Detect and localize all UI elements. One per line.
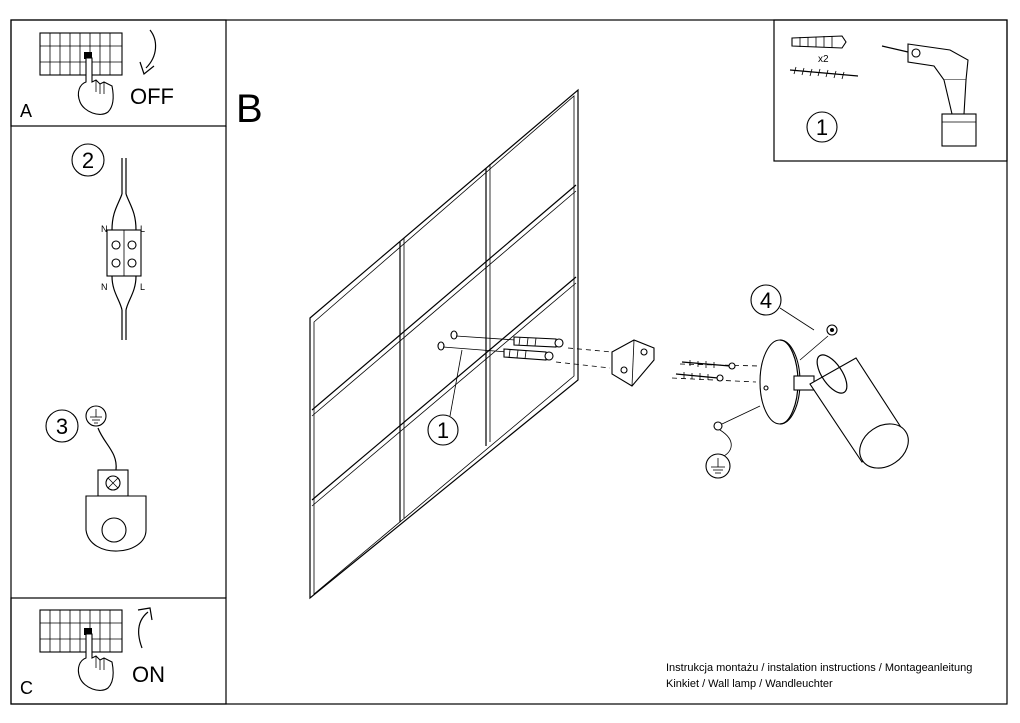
panel-c-action: ON bbox=[132, 662, 165, 687]
set-screw bbox=[799, 324, 838, 361]
mounting-bracket bbox=[611, 339, 655, 387]
step-3-badge bbox=[45, 409, 79, 443]
sheet-border bbox=[10, 19, 1008, 705]
step-2-badge bbox=[71, 143, 105, 177]
terminal-block-icon bbox=[106, 158, 142, 340]
step-1-tools-badge bbox=[806, 111, 838, 143]
step-1-mount-number: 1 bbox=[437, 418, 449, 443]
earth-symbol-icon bbox=[705, 453, 731, 479]
panel-a: OFF A bbox=[10, 19, 227, 127]
tools-panel: x2 1 bbox=[773, 19, 1008, 162]
terminal-label-live: L bbox=[140, 282, 145, 292]
screw-icon bbox=[789, 66, 859, 80]
wall-plug-icon bbox=[791, 35, 847, 49]
lamp-earth-wire bbox=[705, 405, 761, 479]
step-1-tools-number: 1 bbox=[816, 115, 828, 140]
quantity-label: x2 bbox=[818, 54, 829, 65]
step-3-earth: 3 bbox=[45, 405, 147, 552]
arrow-up-icon bbox=[137, 607, 153, 649]
step-2-number: 2 bbox=[82, 148, 94, 173]
panel-c-letter: C bbox=[20, 678, 33, 698]
panel-c: ON C bbox=[10, 597, 227, 705]
step-4-badge bbox=[750, 284, 782, 316]
earth-symbol-icon bbox=[85, 405, 107, 427]
hand-icon bbox=[77, 633, 114, 691]
earth-clamp-icon bbox=[85, 469, 147, 552]
arrow-down-icon bbox=[139, 29, 157, 76]
footer-line-1: Instrukcja montażu / instalation instruc… bbox=[666, 662, 972, 674]
terminal-label-live: L bbox=[140, 224, 145, 234]
footer-line-2: Kinkiet / Wall lamp / Wandleuchter bbox=[666, 678, 833, 690]
drill-icon bbox=[881, 43, 977, 147]
panel-a-letter: A bbox=[20, 101, 32, 121]
panel-b-letter: B bbox=[236, 87, 263, 131]
terminal-label-neutral: N bbox=[101, 224, 108, 234]
wall-lamp bbox=[759, 339, 909, 469]
breaker-box-icon bbox=[39, 609, 123, 653]
panel-a-action: OFF bbox=[130, 84, 174, 109]
terminal-label-neutral: N bbox=[101, 282, 108, 292]
wall-plugs bbox=[437, 330, 564, 361]
step-2-wiring: 2 N L N L bbox=[71, 143, 145, 340]
step-1-mount-badge bbox=[427, 414, 459, 446]
step-4-number: 4 bbox=[760, 288, 772, 313]
step-3-number: 3 bbox=[56, 414, 68, 439]
wall-tiles bbox=[309, 88, 579, 600]
breaker-box-icon bbox=[39, 32, 123, 76]
hand-icon bbox=[77, 57, 114, 115]
fixing-screws bbox=[675, 360, 736, 382]
